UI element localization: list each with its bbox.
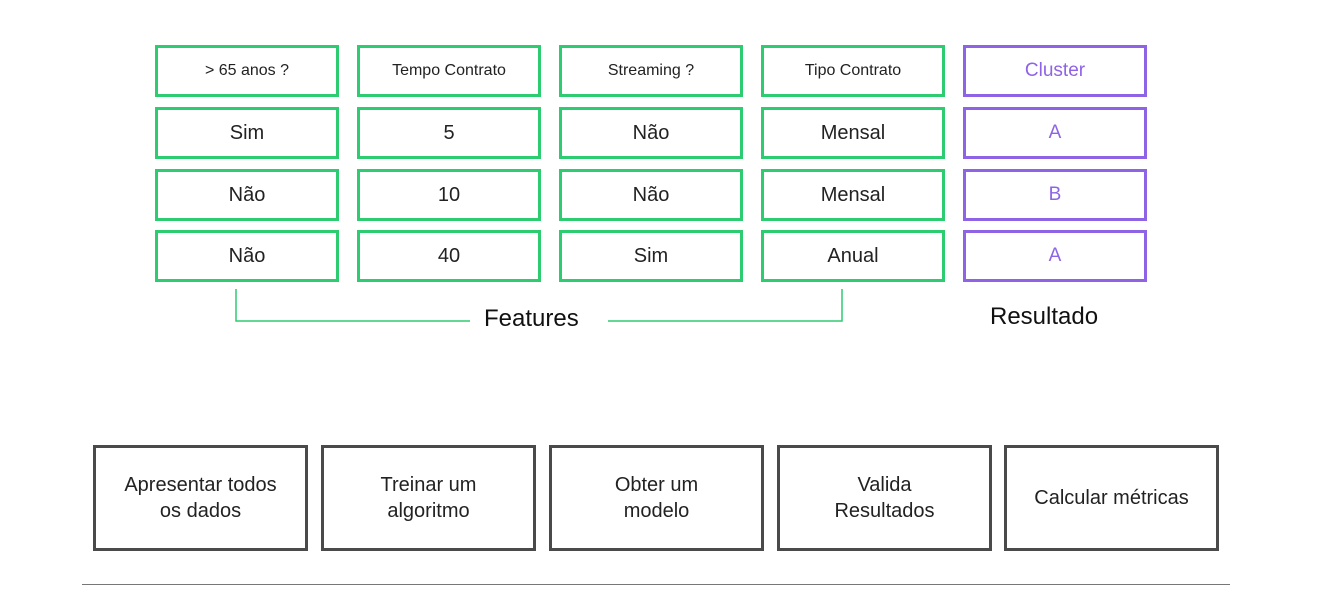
process-step-box: Obter um modelo: [549, 445, 764, 551]
process-step-box: Apresentar todos os dados: [93, 445, 308, 551]
feature-header-cell: Streaming ?: [559, 45, 743, 97]
feature-cell: Mensal: [761, 169, 945, 221]
bottom-divider: [82, 584, 1230, 585]
feature-cell-text: Mensal: [820, 183, 886, 206]
result-cell-text: A: [1048, 122, 1062, 143]
result-label: Resultado: [990, 303, 1099, 330]
feature-cell: Anual: [761, 230, 945, 282]
process-step-text: Obter um modelo: [614, 474, 699, 522]
feature-cell-text: 5: [443, 121, 455, 144]
process-step-text: Treinar um algoritmo: [380, 474, 477, 522]
process-step-text: Apresentar todos os dados: [124, 474, 277, 522]
result-cell-text: A: [1048, 245, 1062, 266]
features-bracket-left: [235, 289, 470, 322]
result-cell: A: [963, 230, 1147, 282]
feature-cell: Mensal: [761, 107, 945, 159]
process-step-box: Calcular métricas: [1004, 445, 1219, 551]
feature-header-cell-text: Tempo Contrato: [392, 62, 506, 79]
feature-cell: Sim: [559, 230, 743, 282]
feature-cell-text: Não: [228, 244, 266, 267]
feature-cell-text: Não: [228, 183, 266, 206]
feature-header-cell-text: Tipo Contrato: [804, 62, 902, 79]
feature-cell-text: 10: [437, 183, 461, 206]
process-step-text: Valida Resultados: [834, 474, 935, 522]
feature-cell-text: Não: [632, 183, 670, 206]
process-step-text: Calcular métricas: [1034, 487, 1189, 509]
features-label: Features: [484, 305, 579, 332]
feature-cell-text: Sim: [229, 121, 265, 144]
process-step-box: Treinar um algoritmo: [321, 445, 536, 551]
result-cell: A: [963, 107, 1147, 159]
feature-cell: Não: [559, 169, 743, 221]
result-header-cell-text: Cluster: [1024, 60, 1086, 81]
feature-header-cell: > 65 anos ?: [155, 45, 339, 97]
feature-cell-text: Anual: [827, 244, 879, 267]
feature-cell: 10: [357, 169, 541, 221]
feature-header-cell: Tipo Contrato: [761, 45, 945, 97]
process-step-box: Valida Resultados: [777, 445, 992, 551]
feature-header-cell-text: > 65 anos ?: [204, 62, 290, 79]
result-header-cell: Cluster: [963, 45, 1147, 97]
feature-cell: Não: [559, 107, 743, 159]
result-cell: B: [963, 169, 1147, 221]
feature-cell-text: Mensal: [820, 121, 886, 144]
feature-cell: Não: [155, 230, 339, 282]
feature-header-cell-text: Streaming ?: [607, 62, 695, 79]
feature-cell: 40: [357, 230, 541, 282]
features-bracket-right: [608, 289, 843, 322]
feature-cell: 5: [357, 107, 541, 159]
feature-cell: Não: [155, 169, 339, 221]
feature-cell-text: Não: [632, 121, 670, 144]
feature-header-cell: Tempo Contrato: [357, 45, 541, 97]
feature-cell: Sim: [155, 107, 339, 159]
feature-cell-text: 40: [437, 244, 461, 267]
result-cell-text: B: [1048, 184, 1062, 205]
feature-cell-text: Sim: [633, 244, 669, 267]
